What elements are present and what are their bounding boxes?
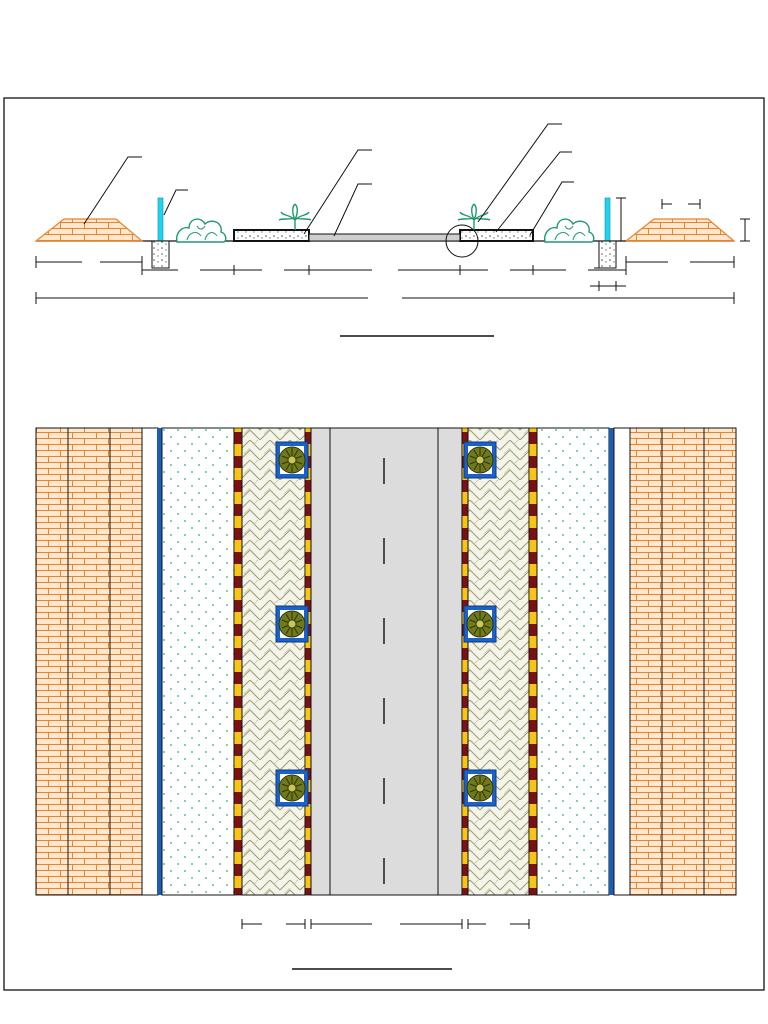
drain-left (151, 240, 170, 269)
plan-blue-edge-right (609, 428, 614, 895)
plan-verge-right (536, 427, 610, 896)
plan-sidewalk-right (467, 427, 530, 896)
leader-lines (83, 123, 574, 237)
carriageway-section (308, 233, 461, 242)
fence-post-left (157, 197, 164, 242)
berm-right (624, 218, 736, 242)
plan-view (35, 427, 737, 970)
drain-right (598, 240, 617, 269)
sapling-left (278, 203, 312, 231)
plan-berm-right (629, 427, 737, 896)
plan-curb-left-outer (233, 427, 243, 896)
fence-post-right (604, 197, 611, 242)
plan-curb-left-inner (304, 427, 312, 896)
tree-icon (466, 446, 494, 474)
tree-icon (278, 610, 306, 638)
detail-callout-circle (445, 224, 479, 258)
sheet-border (3, 97, 765, 991)
plan-verge-left (161, 427, 235, 896)
tree-icon (466, 774, 494, 802)
tree-icon (278, 446, 306, 474)
shrub-right (543, 218, 595, 243)
sidewalk-left (233, 229, 310, 242)
plan-dimension-gaps (262, 920, 510, 928)
tree-icon (466, 610, 494, 638)
berm-left (34, 218, 144, 242)
plan-blue-edge-left (157, 428, 162, 895)
dimension-lines (35, 197, 750, 304)
tree-planters (275, 441, 497, 807)
sapling-right (457, 203, 491, 231)
plan-carriageway (310, 427, 463, 896)
tree-icon (278, 774, 306, 802)
plan-curb-right-outer (528, 427, 538, 896)
plan-sidewalk-left (241, 427, 306, 896)
plan-curb-right-inner (461, 427, 469, 896)
dimension-gaps (82, 200, 690, 302)
shrub-left (175, 218, 227, 243)
plan-berm-left (35, 427, 143, 896)
cross-section-view (34, 123, 750, 337)
